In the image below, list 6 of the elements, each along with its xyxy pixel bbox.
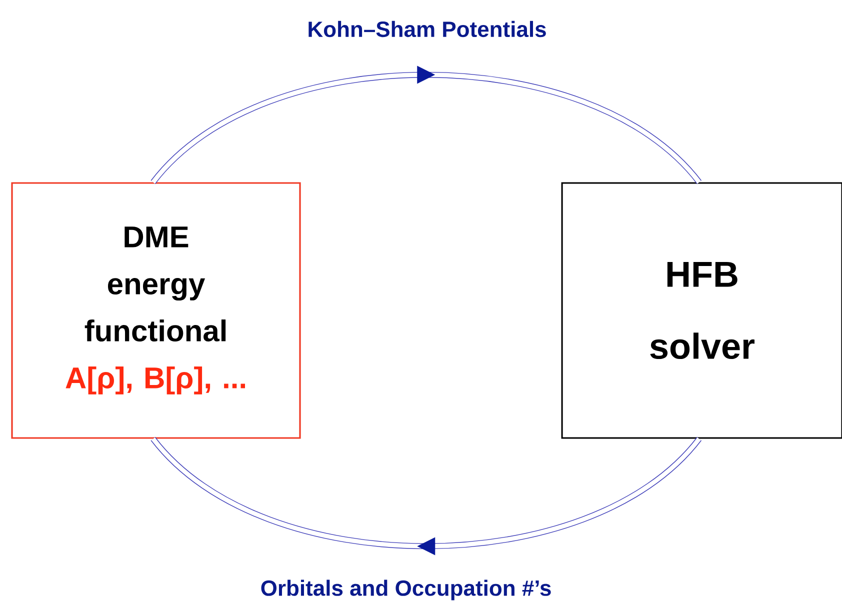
- edge-label: Kohn–Sham Potentials: [306, 20, 548, 38]
- double-arrow: [150, 436, 702, 556]
- edge-label: Orbitals and Occupation #’s: [259, 578, 553, 602]
- process-box: DME energy functional A[ρ], B[ρ], ...: [11, 182, 301, 439]
- double-arrow: [150, 66, 702, 184]
- process-box: HFB solver: [561, 182, 842, 439]
